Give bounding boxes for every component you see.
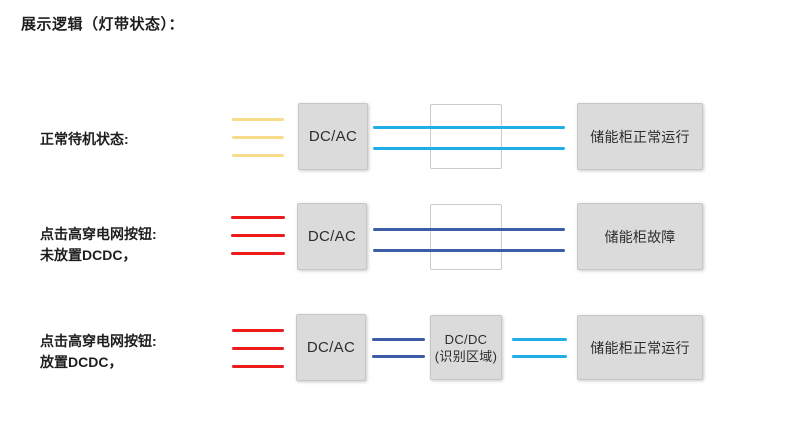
- row-label-line1: 正常待机状态:: [40, 131, 129, 147]
- status-label: 储能柜正常运行: [590, 128, 690, 145]
- strip-line: [232, 154, 284, 157]
- detection-zone-box-row2: [430, 204, 502, 270]
- row-label-with-dcdc: 点击高穿电网按钮: 放置DCDC，: [40, 331, 157, 373]
- status-label: 储能柜故障: [604, 228, 676, 245]
- strip-line: [231, 216, 285, 219]
- row-label-normal-standby: 正常待机状态:: [40, 129, 129, 150]
- status-box-row1: 储能柜正常运行: [577, 103, 703, 170]
- strip-line: [512, 338, 567, 341]
- row-label-no-dcdc: 点击高穿电网按钮: 未放置DCDC，: [40, 224, 157, 266]
- dcdc-label: DC/DC: [444, 331, 488, 347]
- row-label-line1: 点击高穿电网按钮:: [40, 226, 157, 242]
- wire-lines-cyan-row1: [373, 126, 565, 150]
- strip-line: [372, 355, 425, 358]
- strip-line: [512, 355, 567, 358]
- dcac-label: DC/AC: [306, 339, 356, 356]
- row-label-line2: 未放置DCDC，: [40, 247, 137, 263]
- wire-lines-cyan-row3: [512, 338, 567, 358]
- light-strip-red-row3: [232, 329, 284, 368]
- strip-line: [232, 347, 284, 350]
- strip-line: [373, 147, 565, 150]
- row-label-line1: 点击高穿电网按钮:: [40, 333, 157, 349]
- wire-lines-navy-row3: [372, 338, 425, 358]
- strip-line: [231, 252, 285, 255]
- status-box-row2: 储能柜故障: [577, 203, 703, 270]
- wire-lines-navy-row2: [373, 228, 565, 252]
- dcac-box-row1: DC/AC: [298, 103, 368, 170]
- light-strip-red-row2: [231, 216, 285, 255]
- dcac-box-row3: DC/AC: [296, 314, 366, 381]
- strip-line: [373, 249, 565, 252]
- dcac-label: DC/AC: [308, 128, 358, 145]
- strip-line: [232, 329, 284, 332]
- dcac-label: DC/AC: [307, 228, 357, 245]
- dcac-box-row2: DC/AC: [297, 203, 367, 270]
- strip-line: [373, 228, 565, 231]
- strip-line: [232, 118, 284, 121]
- light-strip-yellow: [232, 118, 284, 157]
- status-label: 储能柜正常运行: [590, 339, 690, 356]
- dcdc-box: DC/DC (识别区域): [430, 315, 502, 380]
- strip-line: [373, 126, 565, 129]
- strip-line: [372, 338, 425, 341]
- strip-line: [232, 136, 284, 139]
- page-title: 展示逻辑（灯带状态）：: [21, 16, 185, 33]
- detection-zone-box-row1: [430, 104, 502, 169]
- dcdc-sublabel: (识别区域): [434, 348, 498, 364]
- strip-line: [232, 365, 284, 368]
- row-label-line2: 放置DCDC，: [40, 354, 123, 370]
- status-box-row3: 储能柜正常运行: [577, 315, 703, 380]
- strip-line: [231, 234, 285, 237]
